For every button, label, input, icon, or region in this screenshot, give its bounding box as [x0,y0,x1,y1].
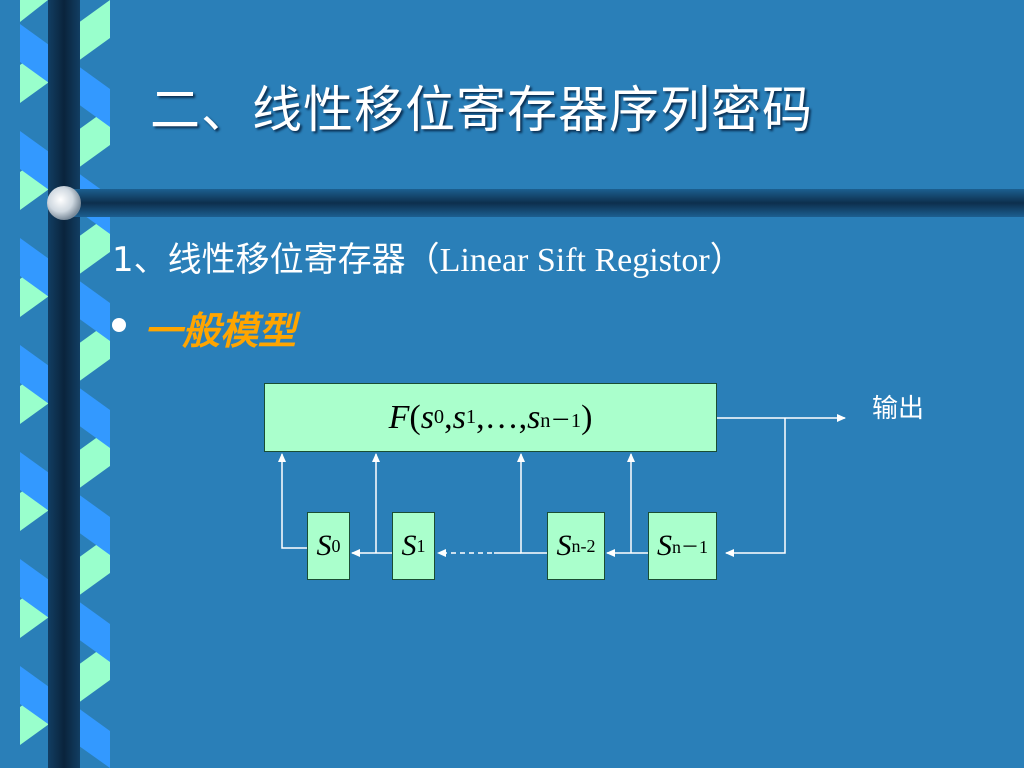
register-symbol: S [401,529,417,562]
bullet-item: 一般模型 [112,300,296,355]
feedback-arrow [725,418,786,557]
arg-s0-sub: 0 [433,406,445,428]
bullet-text: 一般模型 [144,309,297,353]
section-heading: 1、线性移位寄存器（Linear Sift Registor） [112,232,744,281]
tap-arrow-s0 [278,453,307,549]
section-heading-prefix: 1、线性移位寄存器（ [112,240,440,280]
paren-close: ) [581,398,593,436]
section-heading-english: Linear Sift Registor [439,242,710,279]
horizontal-bar [62,189,1024,217]
arg-s1: s [452,398,466,436]
arg-sn-sub: n－1 [540,409,582,432]
arg-s1-sub: 1 [465,406,477,428]
register-symbol: S [316,529,332,562]
vertical-bar [48,0,80,768]
ellipsis: ,…, [476,398,528,436]
register-sub: n－1 [672,537,708,557]
register-symbol: S [657,529,672,562]
knob-decoration [47,186,81,220]
slide-title: 二、线性移位寄存器序列密码 [150,81,813,139]
paren-open: ( [409,398,421,436]
section-heading-suffix: ） [709,240,744,280]
tap-arrow-sn2 [517,453,547,554]
arg-sn: s [527,398,541,436]
output-label: 输出 [872,394,925,424]
register-sub: n-2 [571,535,596,556]
register-symbol: S [556,529,572,562]
register-sub: 1 [416,535,426,556]
comma-1: , [444,398,453,436]
bullet-dot-icon [112,317,126,332]
arg-s0: s [420,398,434,436]
register-sub: 0 [331,535,341,556]
function-symbol: F [388,398,410,436]
